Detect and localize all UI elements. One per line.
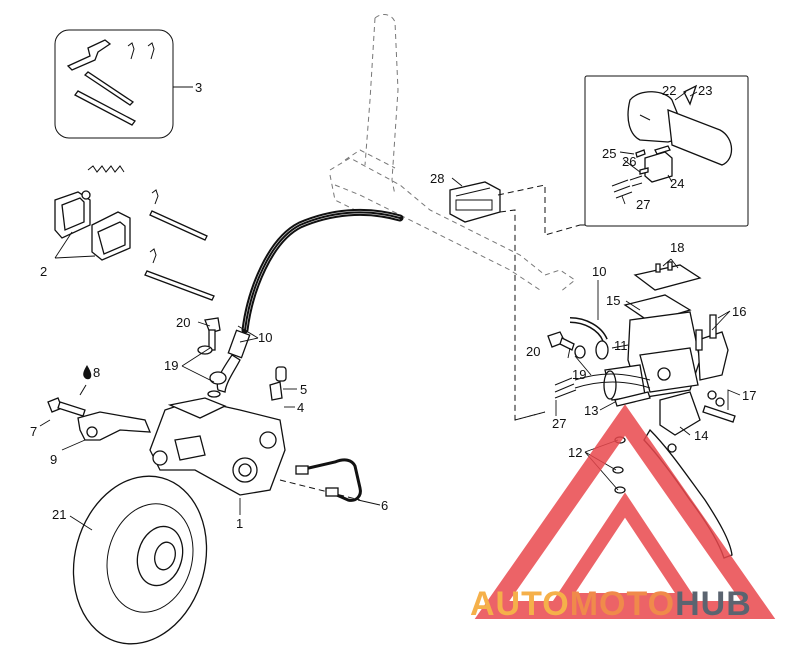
watermark-part2: MOTO [570, 585, 675, 623]
part-labels: 3 2 20 10 19 8 5 4 7 9 1 6 21 28 22 23 2… [30, 80, 756, 531]
label-20-right: 20 [526, 344, 540, 359]
part-1-caliper [149, 397, 361, 501]
leader-lines [39, 86, 741, 531]
label-25: 25 [602, 146, 616, 161]
label-22: 22 [662, 83, 676, 98]
label-10-right: 10 [592, 264, 606, 279]
watermark-logo [474, 404, 776, 619]
label-23: 23 [698, 83, 712, 98]
oil-drop-icon [83, 365, 92, 380]
label-13: 13 [584, 403, 598, 418]
label-26: 26 [622, 154, 636, 169]
label-3: 3 [195, 80, 202, 95]
label-17: 17 [742, 388, 756, 403]
watermark-part3: HUB [675, 585, 752, 623]
watermark-part1: AUTO [470, 585, 570, 623]
part-19-20-fittings-left [197, 317, 227, 398]
label-7: 7 [30, 424, 37, 439]
label-12: 12 [568, 445, 582, 460]
label-10-left: 10 [258, 330, 272, 345]
part-10-brake-hose [216, 208, 404, 393]
watermark-text: AUTOMOTOHUB [470, 585, 752, 623]
part-4-5-bleeder [269, 366, 287, 401]
handlebar-outline [329, 14, 576, 293]
label-20-left: 20 [176, 315, 190, 330]
label-15: 15 [606, 293, 620, 308]
label-4: 4 [297, 400, 304, 415]
label-6: 6 [381, 498, 388, 513]
label-5: 5 [300, 382, 307, 397]
switch-inset-panel [580, 75, 749, 227]
part-6-brake-pipe [295, 458, 362, 502]
label-8: 8 [93, 365, 100, 380]
part-3-tool-panel [54, 29, 174, 139]
label-1: 1 [236, 516, 243, 531]
part-9-bracket [77, 411, 152, 441]
label-19-left: 19 [164, 358, 178, 373]
label-24: 24 [670, 176, 684, 191]
label-14: 14 [694, 428, 708, 443]
part-28-connector [449, 181, 581, 421]
label-27-right: 27 [552, 416, 566, 431]
label-19-right: 19 [572, 367, 586, 382]
label-18: 18 [670, 240, 684, 255]
part-21-brake-disc [72, 475, 208, 645]
label-21: 21 [52, 507, 66, 522]
label-16: 16 [732, 304, 746, 319]
label-27-inset: 27 [636, 197, 650, 212]
part-7-bolt [47, 384, 87, 417]
label-9: 9 [50, 452, 57, 467]
part-2-brake-pads [54, 165, 215, 301]
label-11: 11 [614, 338, 628, 353]
label-2: 2 [40, 264, 47, 279]
label-28: 28 [430, 171, 444, 186]
